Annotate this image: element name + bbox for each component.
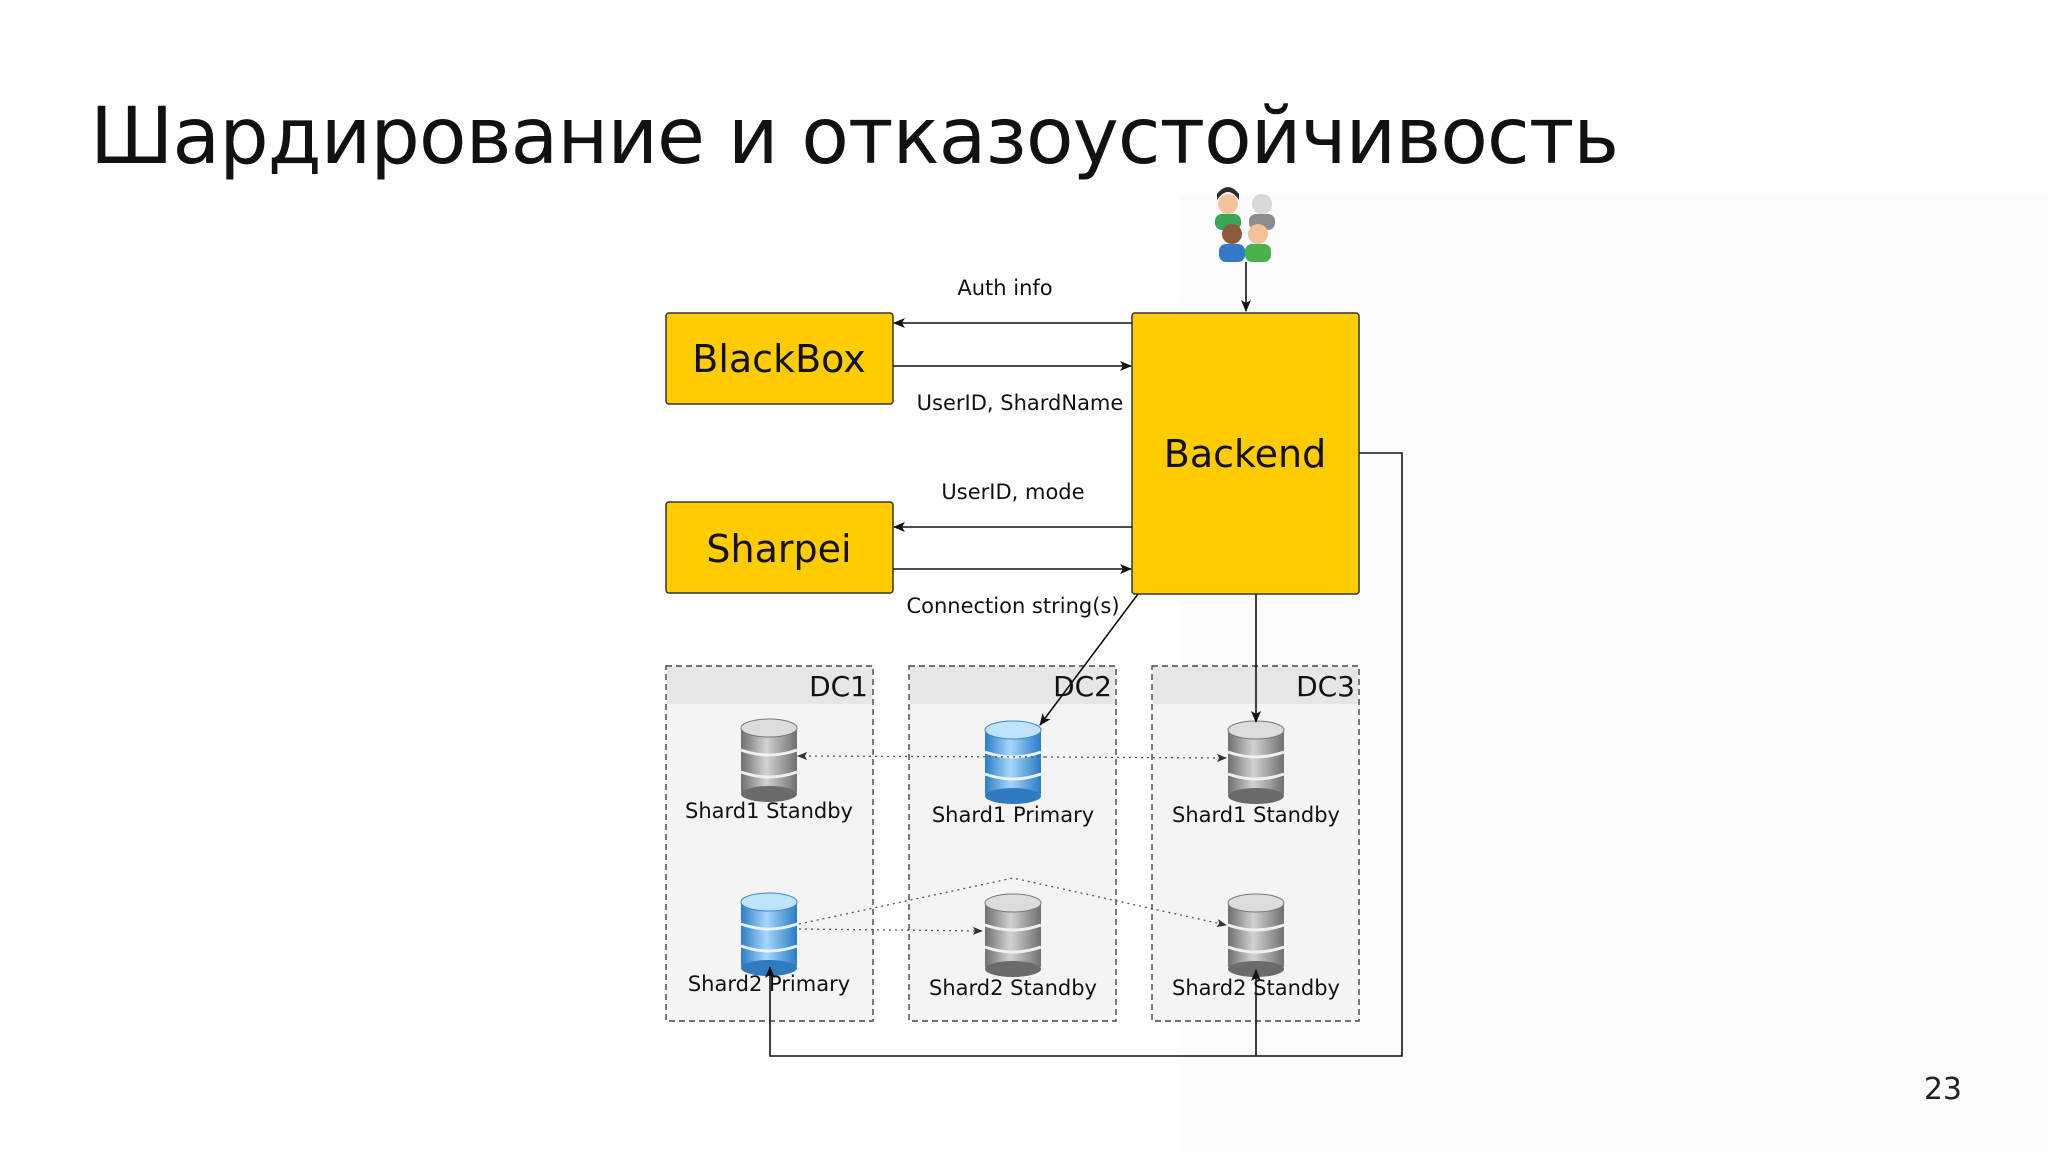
sharpei-label: Sharpei	[706, 527, 851, 571]
backend-to-dc2-shard1-arrow	[1039, 593, 1139, 726]
connection-strings-label: Connection string(s)	[906, 594, 1119, 618]
shard1-replication-dc1	[797, 752, 1046, 761]
backend-node: Backend	[1131, 312, 1360, 595]
blackbox-label: BlackBox	[692, 337, 865, 381]
dc1-shard2-primary-db-icon	[739, 891, 799, 978]
backend-to-dc1-shard2-path	[765, 452, 1403, 1057]
dc2-label: DC2	[1053, 670, 1112, 703]
shard1-replication-dc3	[1044, 753, 1227, 762]
dc2-shard1-label: Shard1 Primary	[932, 803, 1094, 827]
dc3-shard2-standby-db-icon	[1226, 892, 1286, 979]
dc1-shard1-standby-db-icon	[739, 717, 799, 804]
dc2-shard1-primary-db-icon	[983, 719, 1043, 806]
sharpei-node: Sharpei	[665, 501, 894, 594]
userid-shardname-label: UserID, ShardName	[917, 391, 1124, 415]
users-group-icon	[1215, 187, 1275, 262]
dc3-label: DC3	[1296, 670, 1355, 703]
backend-label: Backend	[1164, 432, 1326, 476]
dc3-shard1-label: Shard1 Standby	[1172, 803, 1340, 827]
dc2-shard2-label: Shard2 Standby	[929, 976, 1097, 1000]
slide-title: Шардирование и отказоустойчивость	[90, 92, 1619, 182]
shard2-replication-dc3	[798, 877, 1227, 927]
dc1-shard2-label: Shard2 Primary	[688, 972, 850, 996]
shard2-replication-dc2	[798, 926, 983, 935]
auth-info-label: Auth info	[957, 276, 1052, 300]
blackbox-node: BlackBox	[665, 312, 894, 405]
dc3-shard1-standby-db-icon	[1226, 719, 1286, 806]
userid-mode-label: UserID, mode	[941, 480, 1084, 504]
page-number: 23	[1923, 1072, 1962, 1107]
dc2-shard2-standby-db-icon	[983, 892, 1043, 979]
dc1-shard1-label: Shard1 Standby	[685, 799, 853, 823]
dc1-label: DC1	[809, 670, 868, 703]
